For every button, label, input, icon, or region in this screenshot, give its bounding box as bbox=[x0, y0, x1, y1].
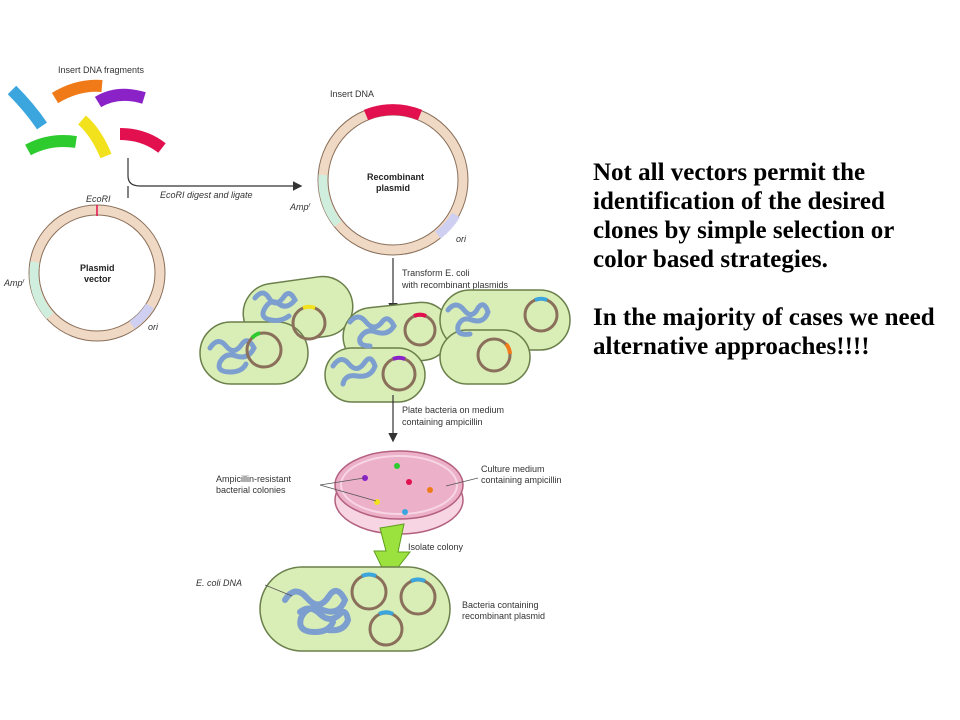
isolate-label: Isolate colony bbox=[408, 542, 464, 552]
plasmid-label-2: vector bbox=[84, 274, 112, 284]
isolate-step: Isolate colony bbox=[373, 523, 464, 581]
bacterium-cell bbox=[199, 321, 309, 385]
ecori-label: EcoRI bbox=[86, 194, 111, 204]
transform-label-2: with recombinant plasmids bbox=[401, 280, 509, 290]
colony-dot bbox=[362, 475, 368, 481]
fragment-blue bbox=[7, 85, 47, 130]
colony-dot bbox=[374, 499, 380, 505]
amp-segment bbox=[318, 174, 342, 227]
final-bacterium: E. coli DNA Bacteria containing recombin… bbox=[196, 566, 545, 652]
fragment-purple bbox=[94, 88, 146, 108]
culture-label-2: containing ampicillin bbox=[481, 475, 562, 485]
cell-plasmid bbox=[245, 331, 283, 369]
insert-fragments: Insert DNA fragments bbox=[7, 65, 166, 159]
ori-segment bbox=[435, 212, 460, 239]
colony-dot bbox=[394, 463, 400, 469]
fragment-red bbox=[119, 128, 166, 153]
ori-label: ori bbox=[148, 322, 159, 332]
recombinant-label-1: Recombinant bbox=[367, 172, 424, 182]
cell-plasmid-inserts bbox=[250, 296, 548, 361]
amp-label: Ampr bbox=[3, 278, 26, 288]
digest-step: EcoRI digest and ligate bbox=[127, 158, 303, 200]
plate-label-1: Plate bacteria on medium bbox=[402, 405, 504, 415]
ori-label: ori bbox=[456, 234, 467, 244]
culture-label-1: Culture medium bbox=[481, 464, 545, 474]
recombinant-plasmid: Insert DNA Recombinant plasmid Ampr ori bbox=[289, 89, 469, 256]
cell-plasmid bbox=[476, 337, 512, 373]
recombinant-label-2: plasmid bbox=[376, 183, 410, 193]
plate-step: Plate bacteria on medium containing ampi… bbox=[388, 395, 504, 443]
insert-fragments-label: Insert DNA fragments bbox=[58, 65, 145, 75]
bacteria-label-1: Bacteria containing bbox=[462, 600, 539, 610]
resistant-label-2: bacterial colonies bbox=[216, 485, 286, 495]
insert-dna-label: Insert DNA bbox=[330, 89, 374, 99]
amp-segment bbox=[29, 261, 54, 320]
resistant-label-1: Ampicillin-resistant bbox=[216, 474, 292, 484]
transformed-bacteria bbox=[199, 275, 571, 403]
colony-dot bbox=[406, 479, 412, 485]
digest-label: EcoRI digest and ligate bbox=[160, 190, 253, 200]
insert-segment bbox=[363, 104, 423, 121]
petri-dish: Ampicillin-resistant bacterial colonies … bbox=[216, 450, 562, 535]
transform-label-1: Transform E. coli bbox=[402, 268, 470, 278]
fragment-green bbox=[25, 135, 77, 156]
plasmid-vector: EcoRI Plasmid vector Ampr ori bbox=[3, 194, 166, 342]
colony-dot bbox=[427, 487, 433, 493]
colony-dot bbox=[402, 509, 408, 515]
ori-segment bbox=[129, 303, 154, 329]
fragment-orange bbox=[51, 79, 103, 104]
paragraph-1: Not all vectors permit the identificatio… bbox=[593, 159, 894, 273]
plasmid-label-1: Plasmid bbox=[80, 263, 115, 273]
chromosome-coil bbox=[282, 587, 352, 636]
bacteria-label-2: recombinant plasmid bbox=[462, 611, 545, 621]
slide-text: Not all vectors permit the identificatio… bbox=[593, 158, 938, 390]
paragraph-2: In the majority of cases we need alterna… bbox=[593, 304, 935, 360]
isolate-arrow bbox=[373, 523, 412, 581]
amp-label: Ampr bbox=[289, 202, 312, 212]
bacterium-cell bbox=[439, 329, 531, 385]
plate-label-2: containing ampicillin bbox=[402, 417, 483, 427]
transform-step: Transform E. coli with recombinant plasm… bbox=[388, 258, 509, 313]
fragment-yellow bbox=[77, 115, 112, 159]
ecoli-dna-label: E. coli DNA bbox=[196, 578, 242, 588]
bacterium-cell bbox=[324, 347, 426, 403]
